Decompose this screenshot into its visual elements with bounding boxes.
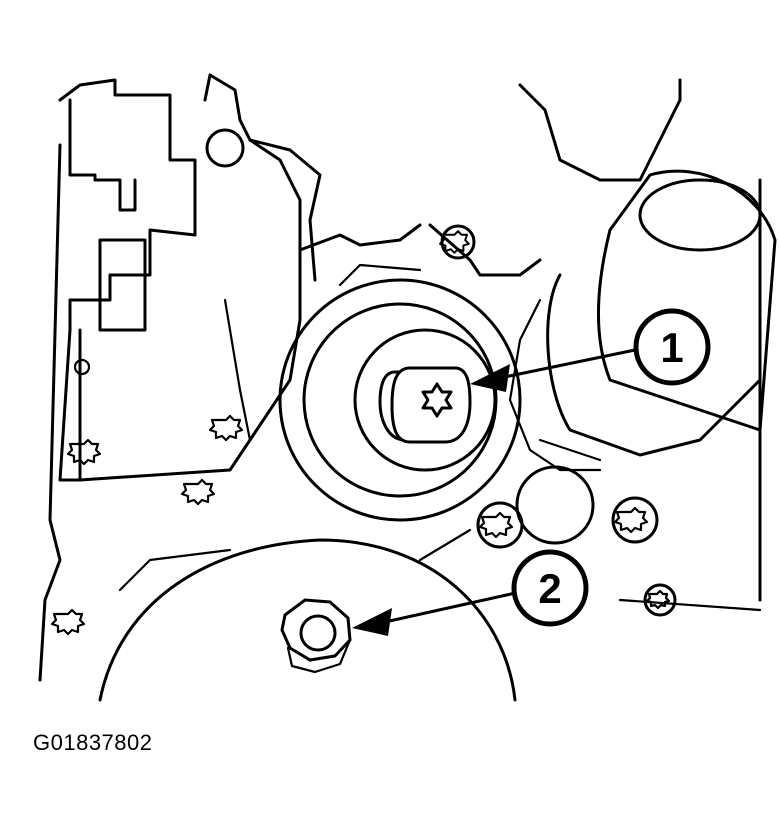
filter-housing	[508, 169, 777, 472]
upper-housing	[298, 78, 762, 612]
torx-bolt-icon	[613, 506, 649, 534]
callout-1: 1	[633, 308, 711, 386]
torx-bolt-icon	[478, 511, 514, 539]
crankshaft-pulley	[98, 528, 517, 702]
callout-1-label: 1	[660, 324, 683, 371]
torx-bolt-icon	[439, 224, 476, 260]
torx-bolt-icon	[645, 589, 671, 610]
torx-bolt-icon	[208, 414, 244, 442]
idler-boss	[476, 465, 677, 617]
callout-arrows	[352, 348, 637, 636]
torx-bolt-icon	[66, 438, 102, 466]
callout-2-label: 2	[538, 565, 561, 612]
torx-bolts	[50, 224, 671, 636]
torx-bolt-icon	[180, 478, 216, 506]
figure-id: G01837802	[33, 730, 153, 755]
bracket-housing	[38, 73, 322, 682]
torx-bolt-icon	[50, 608, 86, 636]
callout-2: 2	[511, 549, 589, 627]
tensioner-pulley	[278, 278, 522, 522]
